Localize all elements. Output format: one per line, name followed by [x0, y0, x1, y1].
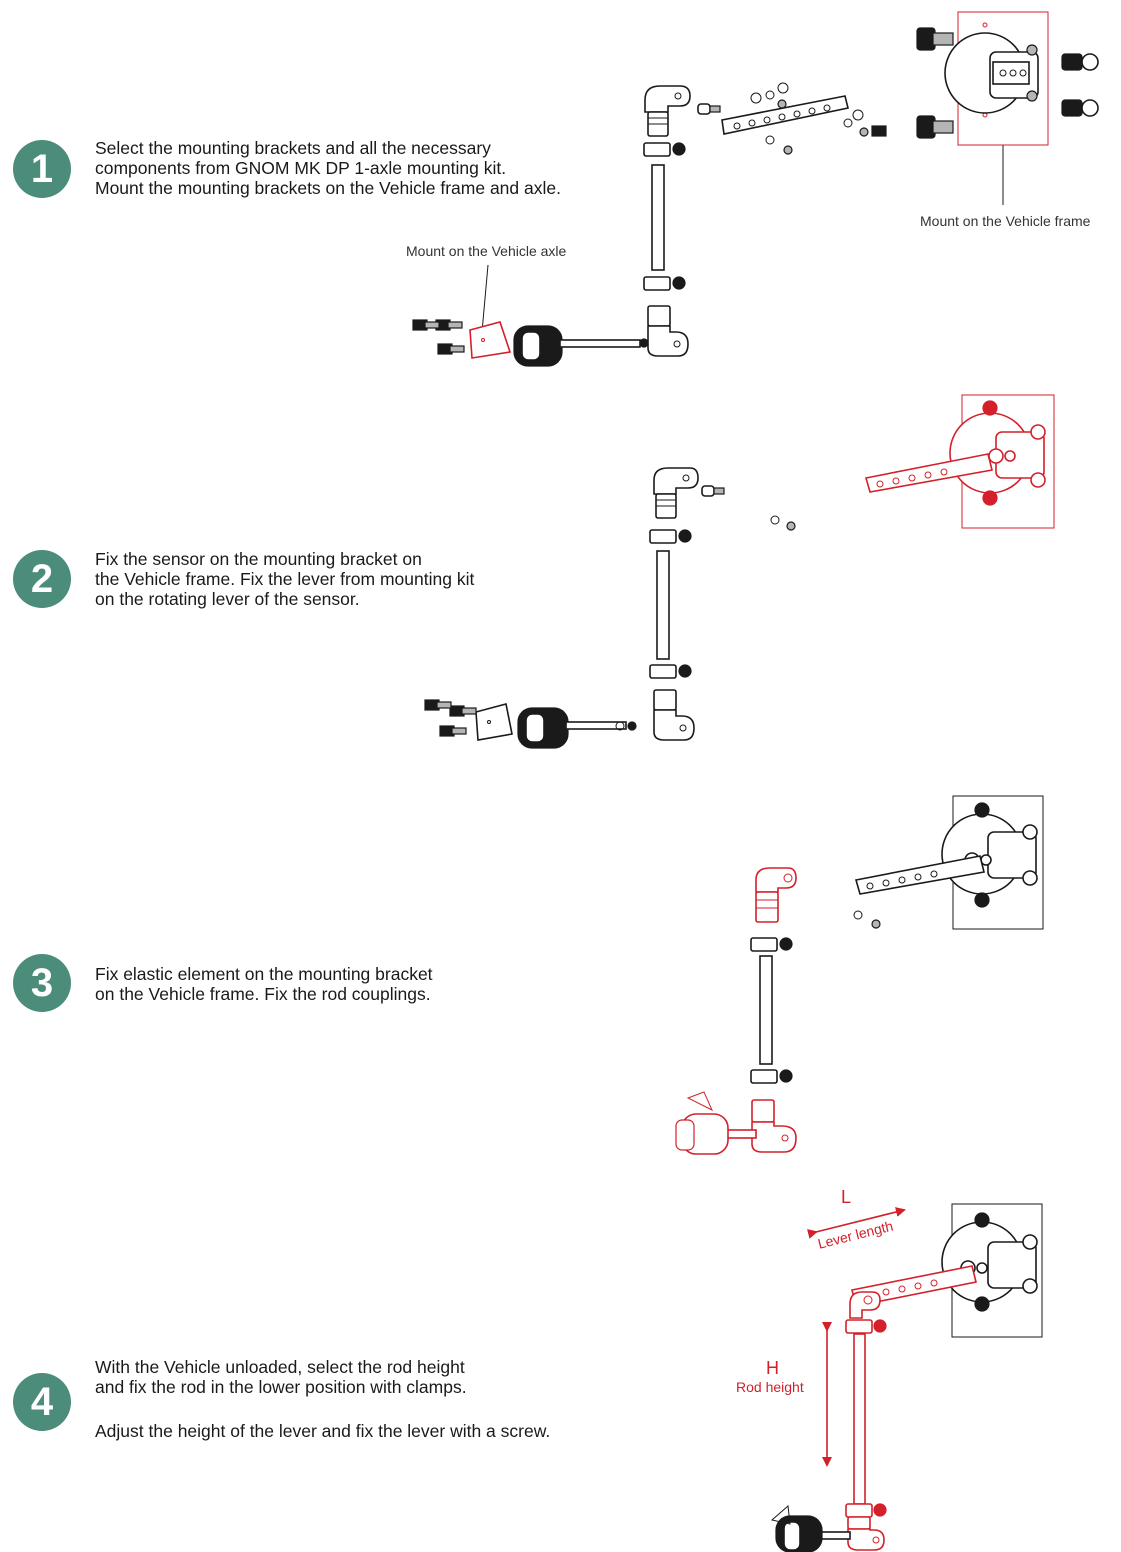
step-2-badge: 2 [13, 550, 71, 608]
step-1: 1 Select the mounting brackets and all t… [0, 0, 1121, 390]
step-4: 4 With the Vehicle unloaded, select the … [0, 1180, 1121, 1552]
step-1-badge: 1 [13, 140, 71, 198]
dim-label-H: H [766, 1358, 779, 1378]
step-3-line-1: Fix elastic element on the mounting brac… [95, 964, 433, 984]
step-4-illustration [770, 1203, 1043, 1552]
dim-label-rod-height: Rod height [736, 1379, 804, 1395]
step-3-line-2: on the Vehicle frame. Fix the rod coupli… [95, 984, 431, 1004]
step-1-line-3: Mount the mounting brackets on the Vehic… [95, 178, 561, 198]
step-4-badge: 4 [13, 1373, 71, 1431]
step-2-description: Fix the sensor on the mounting bracket o… [95, 549, 474, 609]
step-2-line-1: Fix the sensor on the mounting bracket o… [95, 549, 422, 569]
dim-label-L: L [841, 1187, 852, 1207]
step-2-illustration [424, 394, 1055, 749]
step-1-line-2: components from GNOM MK DP 1-axle mounti… [95, 158, 507, 178]
step-3-illustration [675, 795, 1044, 1155]
step-3: 3 Fix elastic element on the mounting br… [0, 780, 1121, 1180]
step-4-line-2: and fix the rod in the lower position wi… [95, 1377, 467, 1397]
step-3-description: Fix elastic element on the mounting brac… [95, 964, 433, 1004]
step-4-line-1: With the Vehicle unloaded, select the ro… [95, 1357, 465, 1377]
step-4-description: With the Vehicle unloaded, select the ro… [95, 1357, 550, 1441]
step-4-line-3: Adjust the height of the lever and fix t… [95, 1421, 551, 1441]
step-1-line-1: Select the mounting brackets and all the… [95, 138, 491, 158]
callout-vehicle-axle: Mount on the Vehicle axle [406, 243, 567, 259]
step-1-description: Select the mounting brackets and all the… [95, 138, 561, 198]
step-1-illustration [412, 11, 1099, 367]
step-2-line-2: the Vehicle frame. Fix the lever from mo… [95, 569, 475, 589]
step-2: 2 Fix the sensor on the mounting bracket… [0, 390, 1121, 780]
step-2-line-3: on the rotating lever of the sensor. [95, 589, 360, 609]
callout-vehicle-frame: Mount on the Vehicle frame [920, 213, 1091, 229]
step-3-badge: 3 [13, 954, 71, 1012]
